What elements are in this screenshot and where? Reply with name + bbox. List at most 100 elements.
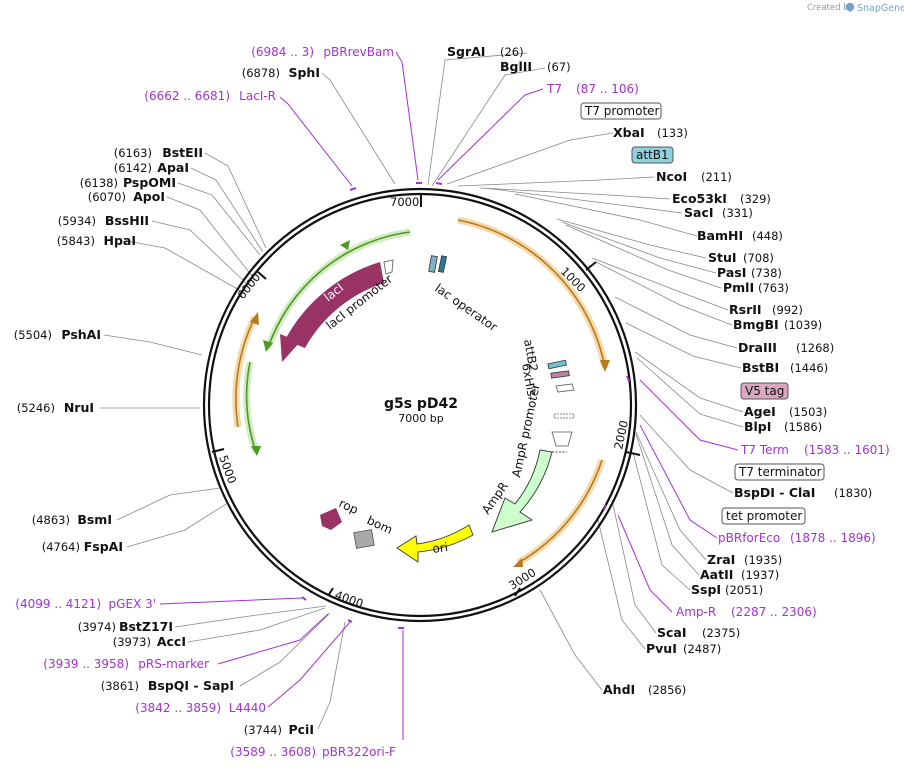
enzyme-bsshii-pos: (5934) — [58, 214, 96, 228]
enzyme-bamhi-pos: (448) — [752, 229, 783, 243]
enzyme-aatii-pos: (1937) — [741, 568, 779, 582]
plasmid-name: g5s pD42 — [384, 396, 458, 412]
primer-l4440-name: L4440 — [229, 701, 266, 715]
tick-label-7000: 7000 — [390, 195, 419, 209]
primer-laci-r-range: (6662 .. 6681) — [144, 89, 230, 103]
primer-mark-t7 — [435, 182, 443, 185]
enzyme-apoi-name: ApoI — [133, 189, 165, 204]
enzyme-acci-pos: (3973) — [113, 635, 151, 649]
lac-operator-feature: lac operator — [428, 255, 500, 334]
plasmid-size: 7000 bp — [398, 412, 443, 425]
feature-box-attb1: attB1 — [631, 146, 674, 164]
enzyme-bmgbi-name: BmgBI — [733, 317, 779, 332]
enzyme-acci-name: AccI — [157, 634, 186, 649]
enzyme-apoi-pos: (6070) — [88, 190, 126, 204]
enzyme-sphi-pos: (6878) — [242, 66, 280, 80]
enzyme-ahdi-name: AhdI — [603, 682, 635, 697]
feature-box-t7-promoter: T7 promoter — [580, 102, 662, 120]
sixxhis-label: 6xHis — [519, 362, 539, 397]
primer-prs-marker-name: pRS-marker — [138, 657, 209, 671]
enzyme-fspai-pos: (4764) — [42, 540, 80, 554]
enzyme-eco53ki-pos: (329) — [740, 192, 771, 206]
feature-t7-terminator-label: T7 terminator — [738, 465, 822, 479]
enzyme-bglii-name: BglII — [500, 59, 532, 74]
feature-box-v5-tag: V5 tag — [740, 382, 789, 400]
enzyme-bsshii-name: BssHII — [105, 213, 149, 228]
tick-label-4000: 4000 — [333, 588, 365, 611]
enzyme-bmgbi-pos: (1039) — [784, 318, 822, 332]
enzyme-sphi-name: SphI — [288, 65, 320, 80]
primer-t7-range: (87 .. 106) — [576, 82, 639, 96]
primer-t7-name: T7 — [546, 82, 562, 96]
primer-leader-lines — [159, 51, 739, 740]
enzyme-ahdi-pos: (2856) — [648, 683, 686, 697]
tick-2000 — [625, 451, 641, 456]
enzyme-nrui-pos: (5246) — [17, 401, 55, 415]
enzyme-bspdi-clai-pos: (1830) — [834, 486, 872, 500]
enzyme-saci-name: SacI — [684, 205, 714, 220]
enzyme-ncoi-pos: (211) — [701, 170, 732, 184]
enzyme-ncoi-name: NcoI — [656, 169, 687, 184]
enzyme-zrai-name: ZraI — [707, 552, 735, 567]
enzyme-bamhi-name: BamHI — [697, 228, 743, 243]
enzyme-zrai-pos: (1935) — [744, 553, 782, 567]
enzyme-pmli-name: PmlI — [723, 280, 754, 295]
feature-v5-tag-label: V5 tag — [745, 384, 784, 398]
feature-box-tet-promoter: tet promoter — [721, 507, 806, 525]
primer-t7-term-name: T7 Term — [740, 443, 789, 457]
primer-mark-laci-r — [349, 187, 357, 191]
snapgene-logo-icon — [845, 2, 855, 12]
enzyme-apai-name: ApaI — [157, 160, 189, 175]
primer-pbrrevbam-range: (6984 .. 3) — [251, 45, 314, 59]
enzyme-bsmi-pos: (4863) — [32, 513, 70, 527]
enzyme-pshai-pos: (5504) — [14, 328, 52, 342]
enzyme-sspi-pos: (2051) — [725, 583, 763, 597]
enzyme-scai-pos: (2375) — [702, 626, 740, 640]
enzyme-pasi-name: PasI — [717, 265, 746, 280]
primer-laci-r-name: LacI-R — [239, 89, 276, 103]
primer-pbrforeco-name: pBRforEco — [718, 531, 780, 545]
primer-mark-t7-term — [626, 375, 630, 382]
enzyme-bstz17i-name: BstZ17I — [119, 619, 173, 634]
enzyme-stui-pos: (708) — [743, 251, 774, 265]
enzyme-bspdi-clai-name: BspDI - ClaI — [734, 485, 815, 500]
primer-pbr322ori-f-range: (3589 .. 3608) — [230, 745, 316, 759]
enzyme-bsmi-name: BsmI — [77, 512, 112, 527]
enzyme-eco53ki-name: Eco53kI — [672, 191, 727, 206]
enzyme-hpai-pos: (5843) — [57, 234, 95, 248]
laci-feature: lacI lacI promoter — [280, 259, 395, 362]
feature-box-t7-terminator: T7 terminator — [734, 463, 825, 481]
enzyme-nrui-name: NruI — [64, 400, 94, 415]
orf-arcs-orange — [232, 216, 610, 567]
enzyme-agei-name: AgeI — [744, 404, 776, 419]
enzyme-rsrii-pos: (992) — [772, 303, 803, 317]
primer-t7-term-range: (1583 .. 1601) — [804, 443, 890, 457]
enzyme-draiii-name: DraIII — [738, 340, 777, 355]
enzyme-bspqi-sapi-name: BspQI - SapI — [148, 678, 234, 693]
enzyme-pasi-pos: (738) — [751, 266, 782, 280]
primer-mark-l4440 — [347, 619, 353, 623]
enzyme-bglii-pos: (67) — [547, 60, 571, 74]
enzyme-xbai-name: XbaI — [613, 125, 645, 140]
tick-4000 — [327, 587, 334, 597]
ori-feature: ori — [396, 524, 474, 563]
feature-t7-promoter-label: T7 promoter — [584, 104, 660, 118]
orf-arcs-green — [243, 228, 411, 456]
enzyme-psppomi-name: PspOMI — [123, 175, 176, 190]
primer-pgex3-name: pGEX 3' — [109, 597, 156, 611]
enzyme-blpi-name: BlpI — [744, 419, 771, 434]
created-by-label: Created by — [807, 3, 854, 13]
enzyme-pvui-name: PvuI — [646, 641, 677, 656]
snapgene-brand: SnapGene — [857, 3, 904, 14]
enzyme-apai-pos: (6142) — [114, 161, 152, 175]
enzyme-sgrai-pos: (26) — [500, 45, 524, 59]
enzyme-bspqi-sapi-pos: (3861) — [101, 679, 139, 693]
primer-pbr322ori-f-name: pBR322ori-F — [322, 745, 396, 759]
primer-amp-r-name: Amp-R — [676, 605, 716, 619]
enzyme-pcii-pos: (3744) — [244, 723, 282, 737]
enzyme-stui-name: StuI — [708, 250, 737, 265]
primer-pbrrevbam-name: pBRrevBam — [323, 45, 394, 59]
enzyme-bsteii-name: BstEII — [162, 145, 203, 160]
primer-prs-marker-range: (3939 .. 3958) — [43, 657, 129, 671]
enzyme-hpai-name: HpaI — [104, 233, 137, 248]
